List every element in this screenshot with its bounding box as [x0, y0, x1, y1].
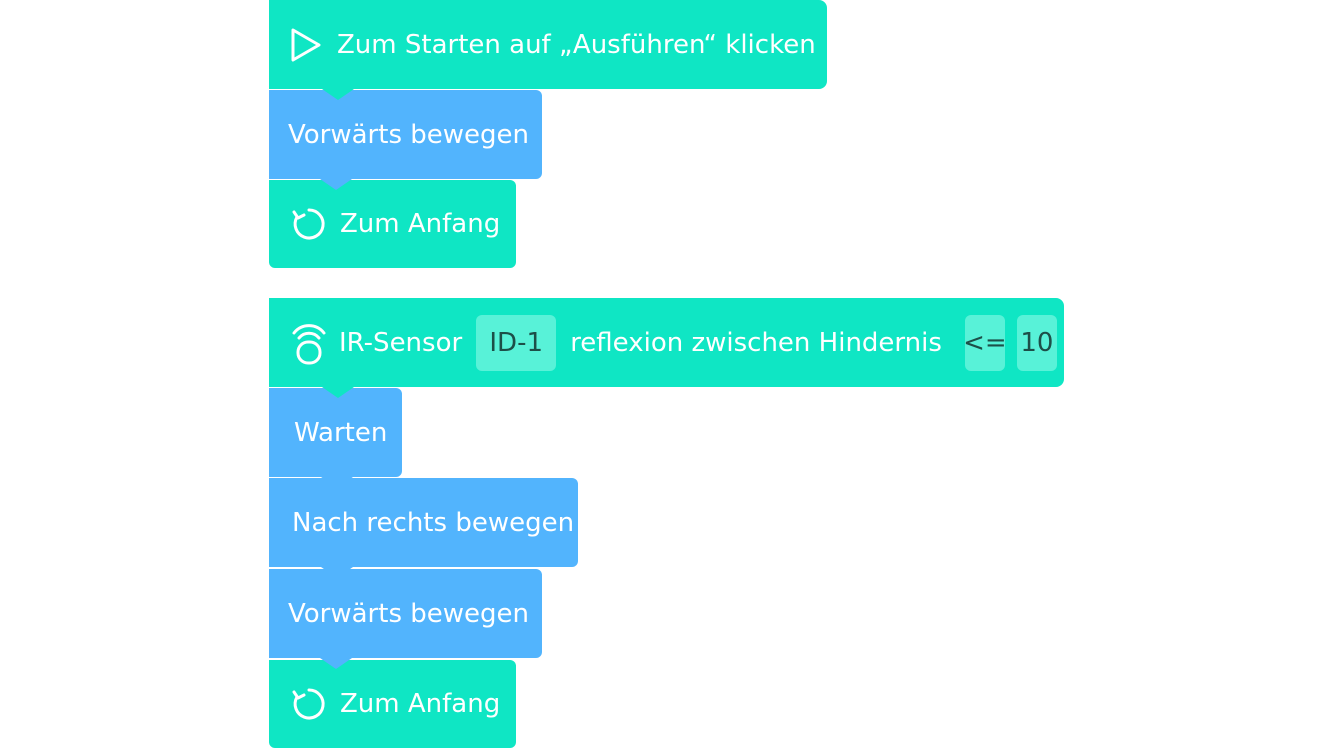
loop-icon	[291, 206, 327, 242]
threshold-value-input[interactable]: 10	[1016, 314, 1057, 371]
loop-block[interactable]: Zum Anfang	[269, 180, 516, 268]
loop-icon	[291, 686, 327, 722]
wait-block[interactable]: Warten	[269, 388, 402, 488]
move-forward-label: Vorwärts bewegen	[288, 119, 529, 150]
move-right-label: Nach rechts bewegen	[292, 507, 575, 538]
ir-sensor-label: IR-Sensor	[339, 327, 463, 358]
start-block[interactable]: Zum Starten auf „Ausführen“ klicken	[269, 0, 827, 100]
move-right-block[interactable]: Nach rechts bewegen	[269, 478, 578, 578]
move-forward-block[interactable]: Vorwärts bewegen	[269, 90, 542, 190]
start-block-label: Zum Starten auf „Ausführen“ klicken	[337, 29, 816, 60]
loop-block-label: Zum Anfang	[340, 689, 501, 719]
sensor-id-dropdown[interactable]: ID-1	[476, 314, 557, 371]
operator-dropdown[interactable]: <=	[963, 314, 1007, 371]
move-forward-block[interactable]: Vorwärts bewegen	[269, 569, 542, 669]
loop-block[interactable]: Zum Anfang	[269, 660, 516, 748]
ir-sensor-icon	[291, 321, 327, 365]
wait-block-label: Warten	[294, 417, 388, 448]
play-icon	[289, 27, 323, 63]
sensor-condition-label: reflexion zwischen Hindernis	[570, 327, 942, 358]
ir-sensor-block[interactable]: IR-Sensor ID-1 reflexion zwischen Hinder…	[269, 298, 1064, 398]
move-forward-label: Vorwärts bewegen	[288, 598, 529, 629]
loop-block-label: Zum Anfang	[340, 209, 501, 239]
